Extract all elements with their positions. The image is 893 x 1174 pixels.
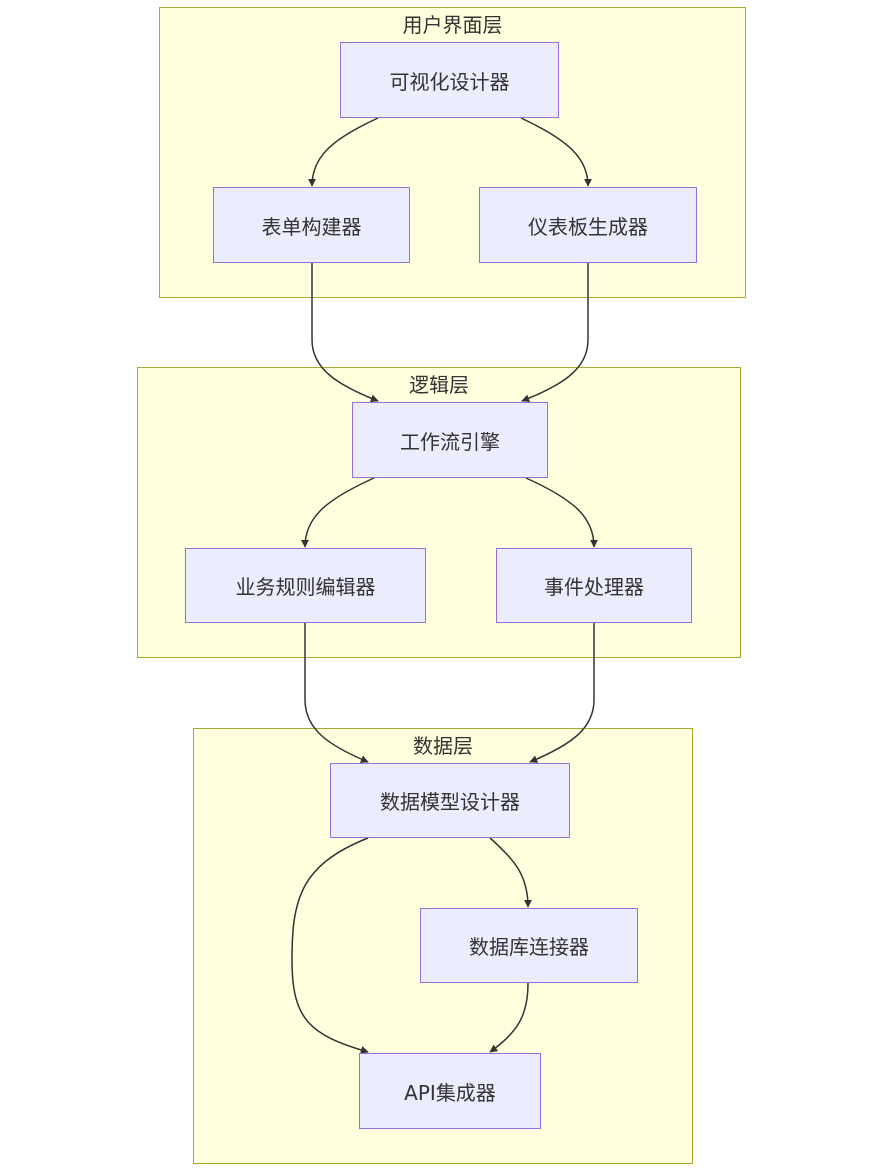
node-dashboard-generator-label: 仪表板生成器 bbox=[528, 214, 648, 239]
node-api-integrator-label: API集成器 bbox=[404, 1080, 496, 1105]
node-data-model-designer[interactable]: 数据模型设计器 bbox=[330, 763, 570, 838]
edge-data-model-to-api bbox=[291, 837, 369, 1054]
node-dashboard-generator[interactable]: 仪表板生成器 bbox=[479, 187, 697, 263]
edge-data-model-to-db-connector bbox=[489, 837, 532, 908]
node-workflow-engine[interactable]: 工作流引擎 bbox=[352, 402, 548, 478]
node-visual-designer[interactable]: 可视化设计器 bbox=[340, 42, 559, 118]
node-db-connector[interactable]: 数据库连接器 bbox=[420, 908, 638, 983]
node-form-builder[interactable]: 表单构建器 bbox=[213, 187, 410, 263]
edge-dashboard-to-workflow bbox=[521, 263, 589, 403]
node-form-builder-label: 表单构建器 bbox=[261, 214, 362, 239]
edge-db-connector-to-api bbox=[489, 982, 529, 1053]
edge-business-rules-to-data-model bbox=[304, 623, 369, 763]
node-api-integrator[interactable]: API集成器 bbox=[359, 1053, 541, 1129]
edge-visual-to-form bbox=[308, 117, 379, 187]
node-event-handler[interactable]: 事件处理器 bbox=[496, 548, 692, 623]
node-db-connector-label: 数据库连接器 bbox=[469, 935, 589, 959]
node-business-rule-editor-label: 业务规则编辑器 bbox=[235, 575, 376, 599]
node-event-handler-label: 事件处理器 bbox=[544, 575, 644, 599]
node-business-rule-editor[interactable]: 业务规则编辑器 bbox=[185, 548, 426, 623]
edge-workflow-to-business-rules bbox=[301, 477, 375, 548]
edge-visual-to-dashboard bbox=[520, 117, 592, 187]
edge-event-handler-to-data-model bbox=[529, 623, 595, 763]
node-workflow-engine-label: 工作流引擎 bbox=[400, 429, 500, 454]
node-data-model-designer-label: 数据模型设计器 bbox=[380, 790, 520, 814]
node-visual-designer-label: 可视化设计器 bbox=[389, 69, 510, 94]
cluster-ui-title: 用户界面层 bbox=[402, 13, 503, 37]
cluster-logic-title: 逻辑层 bbox=[409, 373, 469, 397]
edge-workflow-to-event-handler bbox=[525, 477, 598, 548]
edge-form-to-workflow bbox=[311, 263, 379, 403]
cluster-data-title: 数据层 bbox=[413, 734, 473, 758]
